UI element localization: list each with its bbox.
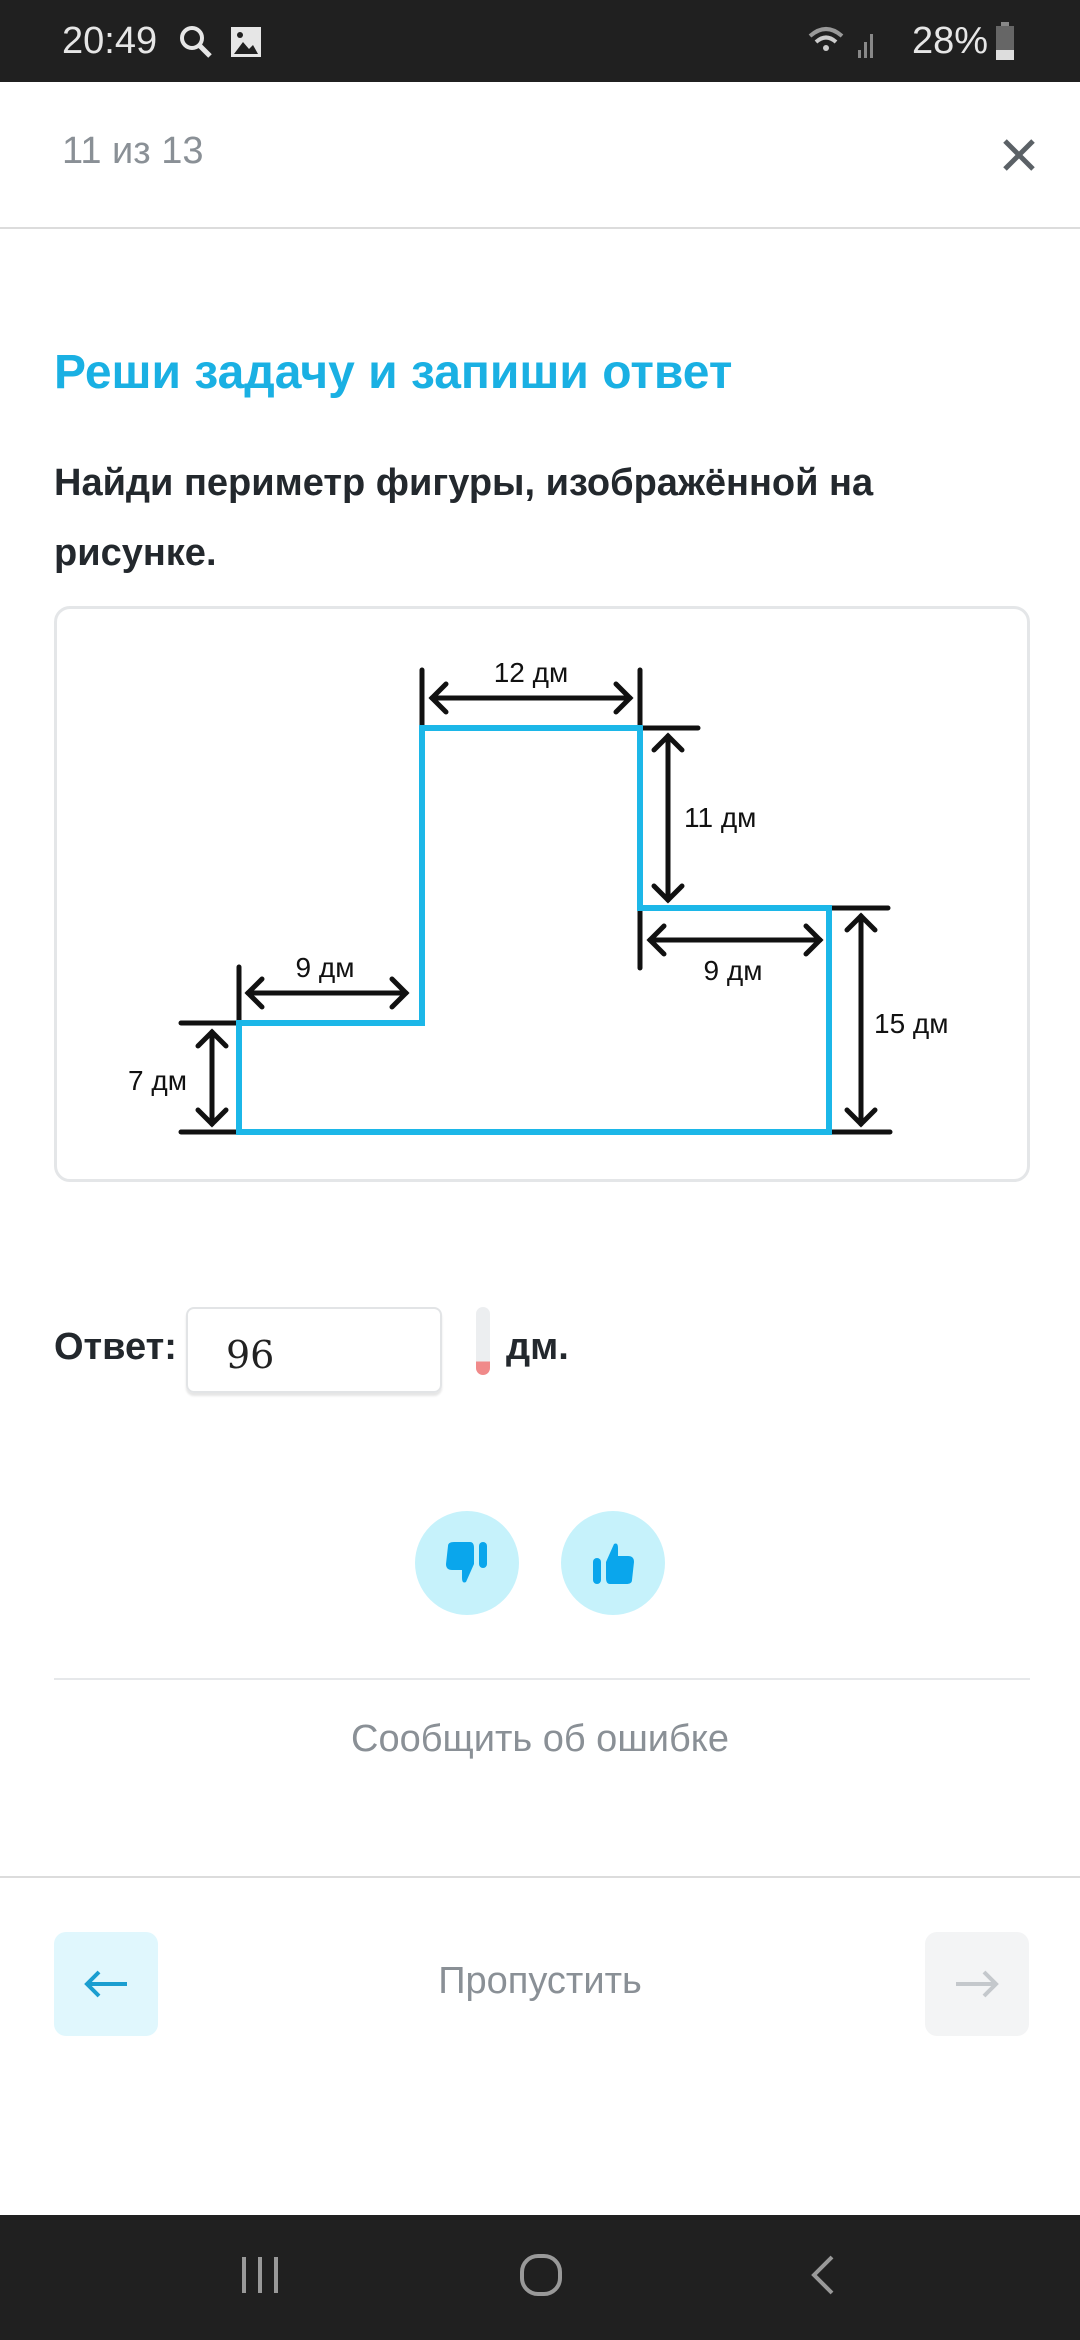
dimension-lines [178, 667, 893, 1135]
label-right-upper: 11 дм [684, 802, 756, 833]
home-icon[interactable] [519, 2253, 563, 2297]
close-icon[interactable] [1002, 138, 1036, 172]
search-icon [180, 26, 212, 58]
label-top: 12 дм [494, 657, 569, 688]
answer-unit: дм. [506, 1326, 569, 1368]
arrow-left-icon [84, 1970, 127, 1998]
recent-apps-icon[interactable] [238, 2255, 284, 2295]
thumbs-down-icon [446, 1542, 487, 1583]
system-nav-bar [0, 2215, 1080, 2340]
header-divider [0, 227, 1080, 229]
figure-drawing: 12 дм 11 дм 9 дм 15 дм 9 дм 7 дм [128, 657, 949, 1135]
skip-button[interactable]: Пропустить [438, 1960, 642, 2002]
status-bar: 20:49 28% [0, 0, 1080, 82]
label-left: 7 дм [128, 1065, 187, 1096]
footer-divider [0, 1876, 1080, 1878]
arrow-right-icon [956, 1970, 999, 1998]
progress-counter: 11 из 13 [62, 130, 204, 172]
battery-icon [996, 22, 1014, 60]
answer-label: Ответ: [54, 1326, 177, 1368]
question-line-1: Найди периметр фигуры, изображённой на [54, 462, 874, 504]
status-time: 20:49 [62, 20, 158, 62]
back-nav-icon[interactable] [810, 2255, 836, 2295]
wifi-signal-icon [808, 27, 873, 58]
task-title: Реши задачу и запиши ответ [54, 346, 733, 399]
question-line-2: рисунке. [54, 532, 217, 574]
thumbs-up-icon [593, 1543, 634, 1584]
label-right-step: 9 дм [704, 955, 763, 986]
dislike-button[interactable] [415, 1511, 519, 1615]
label-left-step: 9 дм [296, 952, 355, 983]
figure-shape [236, 725, 832, 1135]
answer-value: 96 [226, 1333, 275, 1377]
like-button[interactable] [561, 1511, 665, 1615]
input-indicator [476, 1307, 490, 1375]
label-right: 15 дм [874, 1008, 949, 1039]
answer-input[interactable]: 96 [186, 1307, 442, 1393]
figure-card [54, 606, 1030, 1182]
report-divider [54, 1678, 1030, 1680]
report-error-link[interactable]: Сообщить об ошибке [351, 1718, 729, 1760]
next-button[interactable] [925, 1932, 1029, 2036]
back-button[interactable] [54, 1932, 158, 2036]
gallery-icon [231, 27, 261, 57]
battery-percent: 28% [912, 20, 989, 62]
